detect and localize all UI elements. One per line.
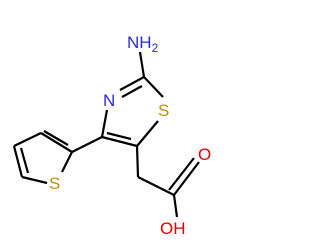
atom-ring-nitrogen: N	[103, 91, 115, 110]
atom-labels: NH2 N S S O OH	[49, 33, 211, 238]
thiophene-ring	[12, 130, 103, 185]
bond-c5-c4-inner	[106, 131, 132, 141]
bond-ch2-carboxyl	[137, 176, 175, 196]
structure-diagram: NH2 N S S O OH	[12, 33, 212, 238]
bond-c3p-c4p	[13, 132, 42, 147]
bond-c5p-s	[21, 175, 48, 185]
bond-c2p-c3p-inner	[43, 130, 69, 146]
bond-c2-s1	[143, 76, 164, 98]
bond-c-oh	[172, 194, 179, 218]
bond-c4p-c5p	[12, 145, 24, 178]
atom-carbonyl-oxygen: O	[198, 145, 211, 164]
atom-amine-nh2: NH2	[127, 33, 159, 55]
bond-c2p-c3p	[40, 132, 73, 153]
bond-s1-c5	[136, 120, 159, 147]
bond-c5-ch2	[135, 145, 140, 178]
bond-c5-c4	[101, 135, 138, 148]
bond-s-c2p	[61, 151, 73, 173]
bond-c-o-double-inner	[168, 157, 195, 191]
atom-thiazole-sulfur: S	[158, 101, 169, 120]
bond-c4p-c5p-inner	[19, 147, 30, 174]
bond-n3-c2	[119, 76, 145, 91]
bond-c4-n3	[100, 109, 109, 138]
acetic-acid-chain	[135, 145, 200, 218]
bond-c4-thienyl	[71, 136, 103, 153]
thiazole-ring	[100, 51, 164, 148]
bond-c-o-double	[173, 161, 200, 196]
atom-thiophene-sulfur: S	[49, 174, 60, 193]
molecule-drawing: NH2 N S S O OH	[12, 33, 211, 238]
bond-c2-amine	[138, 51, 146, 78]
bond-n3-c2-inner	[121, 85, 143, 98]
atom-hydroxyl: OH	[160, 219, 186, 238]
